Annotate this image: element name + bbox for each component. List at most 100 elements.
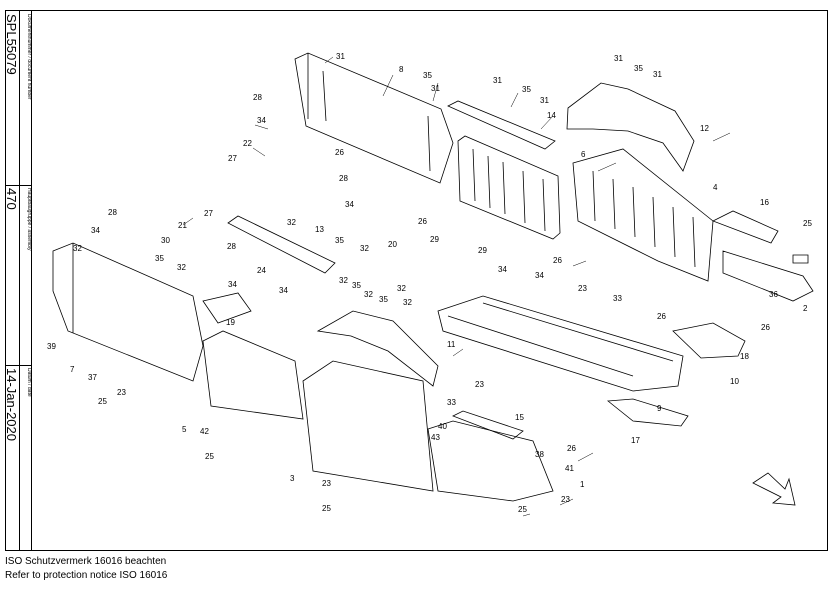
callout: 32 [287,218,296,227]
callout-labels: 31 8 35 31 31 35 31 14 31 35 31 28 34 26… [47,52,812,514]
part-18-outline [672,322,746,359]
callout: 23 [322,479,331,488]
callout: 34 [535,271,544,280]
callout: 32 [403,298,412,307]
assembly-number: 470 [4,188,19,210]
part-11-outline [316,310,439,387]
callout: 8 [399,65,404,74]
callout: 39 [47,342,56,351]
exploded-parts-diagram: 31 8 35 31 31 35 31 14 31 35 31 28 34 26… [47,52,814,517]
callout: 35 [352,281,361,290]
callout: 36 [769,290,778,299]
callout: 23 [578,284,587,293]
panel-3-outline [302,360,434,492]
callout: 31 [653,70,662,79]
callout: 34 [279,286,288,295]
callout: 35 [155,254,164,263]
callout: 35 [335,236,344,245]
callout: 32 [397,284,406,293]
part-13-outline [227,215,336,274]
callout: 25 [803,219,812,228]
callout: 5 [182,425,187,434]
callout: 26 [761,323,770,332]
callout: 33 [613,294,622,303]
leader-lines [182,56,731,517]
frame-4-outline [572,148,714,282]
frame-6-outline [457,135,561,240]
callout: 35 [522,85,531,94]
parts-linework [52,52,814,506]
callout: 23 [561,495,570,504]
callout: 33 [447,398,456,407]
callout: 43 [431,433,440,442]
callout: 30 [161,236,170,245]
part-2-outline [722,250,814,302]
callout: 11 [447,340,456,349]
document-date: 14-Jan-2020 [4,368,19,441]
callout: 31 [431,84,440,93]
callout: 42 [200,427,209,436]
callout: 14 [547,111,556,120]
callout: 13 [315,225,324,234]
drawing-frame [5,10,828,551]
part-16-outline [712,210,779,244]
callout: 31 [336,52,345,61]
panel-10-edge [447,302,674,377]
date-label: Datum / date [26,368,32,397]
callout: 24 [257,266,266,275]
part-17-outline [606,398,689,427]
panel-5-outline [202,330,304,420]
callout: 31 [540,96,549,105]
callout: 25 [98,397,107,406]
callout: 16 [760,198,769,207]
callout: 26 [657,312,666,321]
panel-7-outline [52,242,204,382]
title-block-divider [19,10,20,551]
panel-8-rib [322,70,431,172]
callout: 23 [475,380,484,389]
callout: 29 [430,235,439,244]
callout: 34 [345,200,354,209]
callout: 22 [243,139,252,148]
callout: 32 [73,244,82,253]
callout: 17 [631,436,640,445]
callout: 34 [91,226,100,235]
callout: 27 [228,154,237,163]
callout: 21 [178,221,187,230]
callout: 25 [205,452,214,461]
frame-4-slats [592,170,696,268]
callout: 12 [700,124,709,133]
callout: 27 [204,209,213,218]
document-number: SPL55079 [4,14,19,75]
callout: 20 [388,240,397,249]
callout: 4 [713,183,718,192]
callout: 40 [438,422,447,431]
callout: 25 [518,505,527,514]
callout: 28 [253,93,262,102]
callout: 35 [379,295,388,304]
callout: 34 [498,265,507,274]
part-25-block [792,254,809,264]
callout: 15 [515,413,524,422]
callout: 28 [108,208,117,217]
callout: 31 [614,54,623,63]
protection-notice-en: Refer to protection notice ISO 16016 [5,570,168,581]
callout: 6 [581,150,586,159]
callout: 7 [70,365,75,374]
callout: 32 [339,276,348,285]
callout: 31 [493,76,502,85]
part-24-outline [202,292,252,324]
panel-10-outline [437,295,684,392]
bar-14-outline [447,100,556,150]
title-block-separator [5,365,32,366]
title-block: Dokumentnummer / document number SPL5507… [4,10,32,551]
callout: 3 [290,474,295,483]
callout: 9 [657,404,662,413]
callout: 29 [478,246,487,255]
callout: 32 [364,290,373,299]
frame-6-slats [472,148,546,232]
callout: 41 [565,464,574,473]
callout: 26 [335,148,344,157]
callout: 26 [553,256,562,265]
callout: 28 [227,242,236,251]
